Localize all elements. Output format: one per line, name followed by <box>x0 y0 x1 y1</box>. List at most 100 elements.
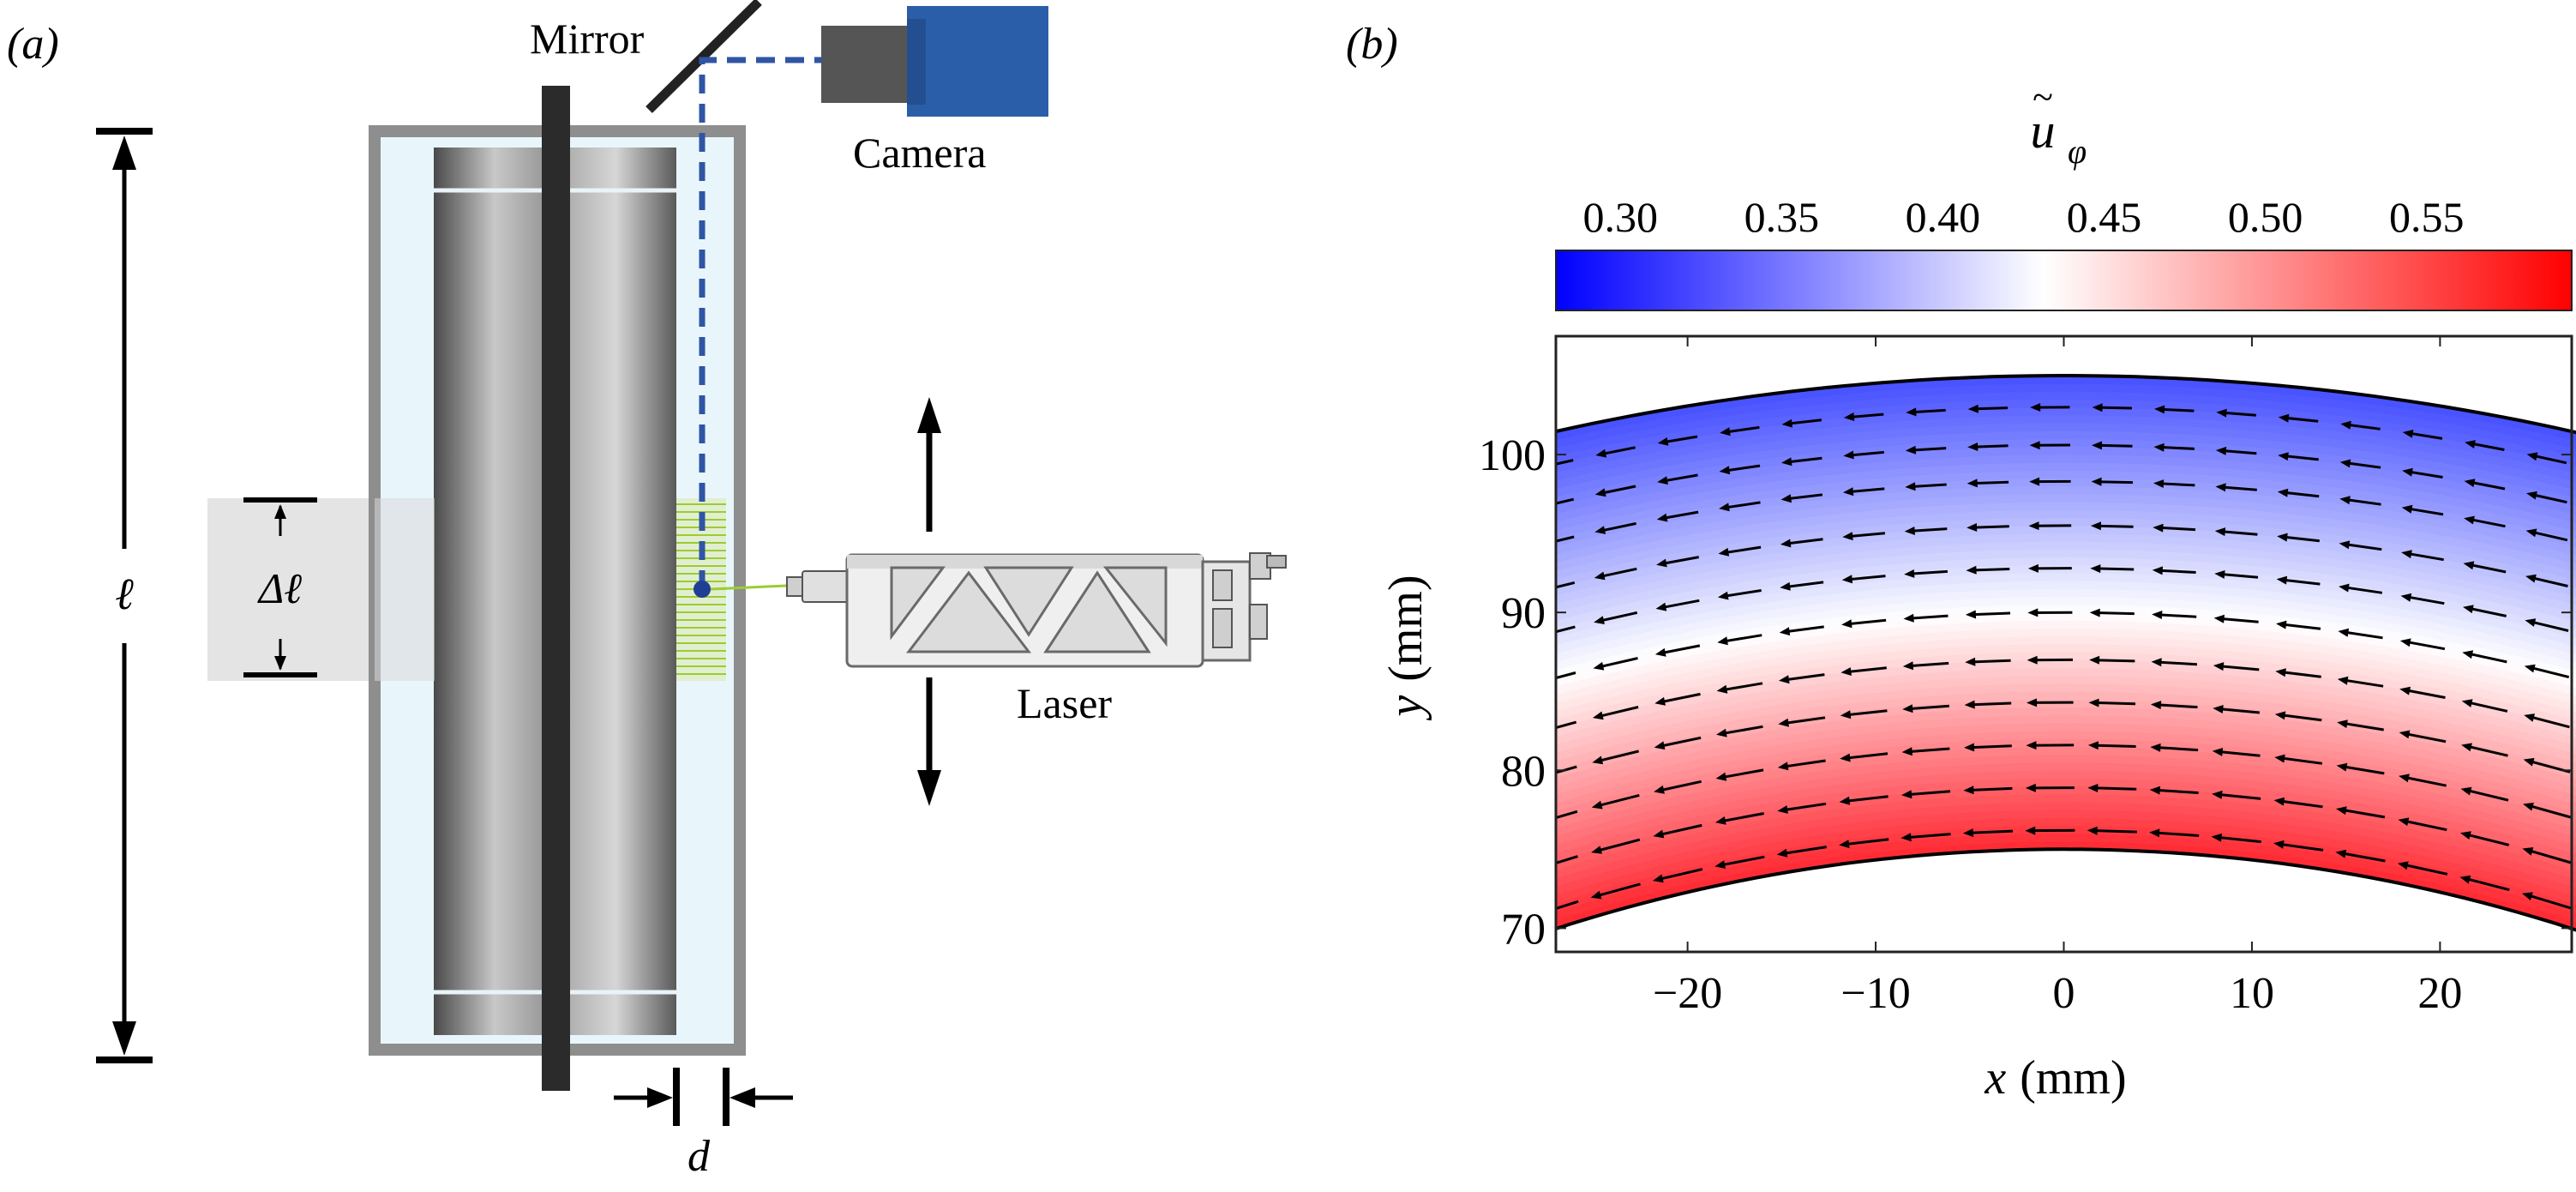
velocity-vector <box>2468 563 2507 574</box>
velocity-vector-head <box>1590 890 1602 900</box>
velocity-vector-head <box>1654 785 1665 794</box>
velocity-vector <box>1969 701 2012 707</box>
velocity-vector-head <box>2089 608 2100 617</box>
delta-length-label: Δℓ <box>257 564 302 612</box>
velocity-vector-head <box>1962 828 1974 838</box>
velocity-vector <box>2465 744 2508 757</box>
velocity-vector-head <box>2092 403 2103 412</box>
velocity-vector <box>1911 408 1946 414</box>
velocity-vector-head <box>2463 605 2474 614</box>
velocity-vector-head <box>1965 657 1976 666</box>
velocity-vector <box>2159 445 2195 450</box>
colorbar <box>1555 250 2573 311</box>
velocity-vector <box>1847 487 1885 494</box>
velocity-vector-head <box>2399 774 2410 783</box>
velocity-vector-head <box>2212 790 2223 799</box>
velocity-vector-head <box>1840 753 1851 762</box>
velocity-vector <box>2280 671 2321 678</box>
velocity-vector-head <box>2090 564 2101 574</box>
velocity-vector <box>1556 720 1577 730</box>
velocity-vector <box>2403 775 2447 787</box>
colorbar-title-accent: ~ <box>2033 76 2053 118</box>
laser-device <box>786 552 1287 668</box>
velocity-vector <box>2343 630 2383 640</box>
velocity-vector-head <box>2025 783 2036 792</box>
colorbar-tick-label: 0.45 <box>2067 193 2142 241</box>
camera-beam-path <box>699 57 821 589</box>
velocity-vector-head <box>1657 437 1669 446</box>
velocity-vector <box>1846 666 1887 674</box>
velocity-vector-head <box>2211 833 2222 842</box>
velocity-vector <box>2093 743 2136 748</box>
velocity-vector <box>2093 786 2137 791</box>
velocity-vector-head <box>2276 575 2288 585</box>
velocity-vector <box>1658 823 1702 837</box>
velocity-vector <box>1556 581 1576 589</box>
velocity-vector <box>1659 692 1701 704</box>
velocity-vector <box>1970 659 2011 664</box>
velocity-vector <box>2407 431 2443 440</box>
x-tick-label: 10 <box>2230 969 2274 1018</box>
velocity-vector-head <box>1776 848 1788 858</box>
velocity-vector <box>1556 855 1578 864</box>
camera-body <box>907 6 1048 117</box>
velocity-vector-head <box>1591 846 1602 854</box>
x-axis-var: x <box>1984 1051 2006 1105</box>
velocity-vector-head <box>2273 797 2285 806</box>
velocity-vector-head <box>2397 861 2409 870</box>
velocity-vector-head <box>1902 661 1914 671</box>
velocity-vector <box>2340 808 2386 819</box>
y-tick-label: 100 <box>1479 431 1546 480</box>
velocity-vector-head <box>2149 786 2160 795</box>
velocity-vector-head <box>1594 571 1606 581</box>
colorbar-tick-label: 0.40 <box>1906 193 1981 241</box>
velocity-vector <box>1599 521 1636 533</box>
velocity-vector-head <box>2152 611 2163 619</box>
velocity-vector <box>2340 852 2386 863</box>
velocity-vector <box>1906 747 1950 754</box>
velocity-vector <box>2282 535 2320 543</box>
velocity-vector <box>1968 744 2012 750</box>
velocity-vector <box>2341 765 2385 775</box>
velocity-vector <box>1783 716 1826 725</box>
velocity-vector <box>2531 530 2568 542</box>
velocity-vector-head <box>2089 655 2100 665</box>
velocity-vector-head <box>2278 413 2290 423</box>
velocity-vector-head <box>1595 449 1607 458</box>
velocity-vector-head <box>1654 696 1666 706</box>
velocity-vector-head <box>2151 658 2162 667</box>
velocity-vector <box>2402 863 2448 876</box>
velocity-vector <box>1786 456 1822 464</box>
velocity-vector-head <box>2277 533 2288 542</box>
velocity-vector <box>2406 507 2444 516</box>
velocity-vector-head <box>2215 483 2226 492</box>
velocity-vector-head <box>2027 608 2039 617</box>
velocity-vector <box>2157 613 2197 618</box>
velocity-vector-head <box>2524 713 2535 722</box>
velocity-vector-head <box>2215 446 2227 455</box>
velocity-vector <box>1910 447 1947 452</box>
velocity-vector <box>2217 750 2261 757</box>
velocity-vector <box>1782 759 1826 768</box>
velocity-vector <box>1970 611 2011 617</box>
velocity-vector <box>2283 455 2319 461</box>
velocity-vector-head <box>2092 441 2103 450</box>
velocity-vector <box>1596 793 1640 808</box>
velocity-vector <box>2342 678 2384 688</box>
velocity-vector <box>1848 450 1884 457</box>
velocity-vector <box>2526 848 2572 864</box>
velocity-vector-head <box>1714 860 1726 869</box>
velocity-vector <box>2157 569 2196 574</box>
velocity-vector-head <box>2276 620 2287 629</box>
velocity-vector <box>1720 812 1764 823</box>
velocity-vector-head <box>1967 479 1978 488</box>
x-tick-label: −10 <box>1840 969 1910 1018</box>
velocity-vector-head <box>2398 817 2410 827</box>
velocity-vector-head <box>1902 704 1913 713</box>
camera-label: Camera <box>853 129 986 177</box>
panel-b-label: (b) <box>1346 20 1398 69</box>
velocity-vector-head <box>2214 527 2226 537</box>
velocity-vector-head <box>1780 581 1791 591</box>
velocity-vector <box>2528 714 2570 729</box>
velocity-vector <box>1910 483 1947 489</box>
